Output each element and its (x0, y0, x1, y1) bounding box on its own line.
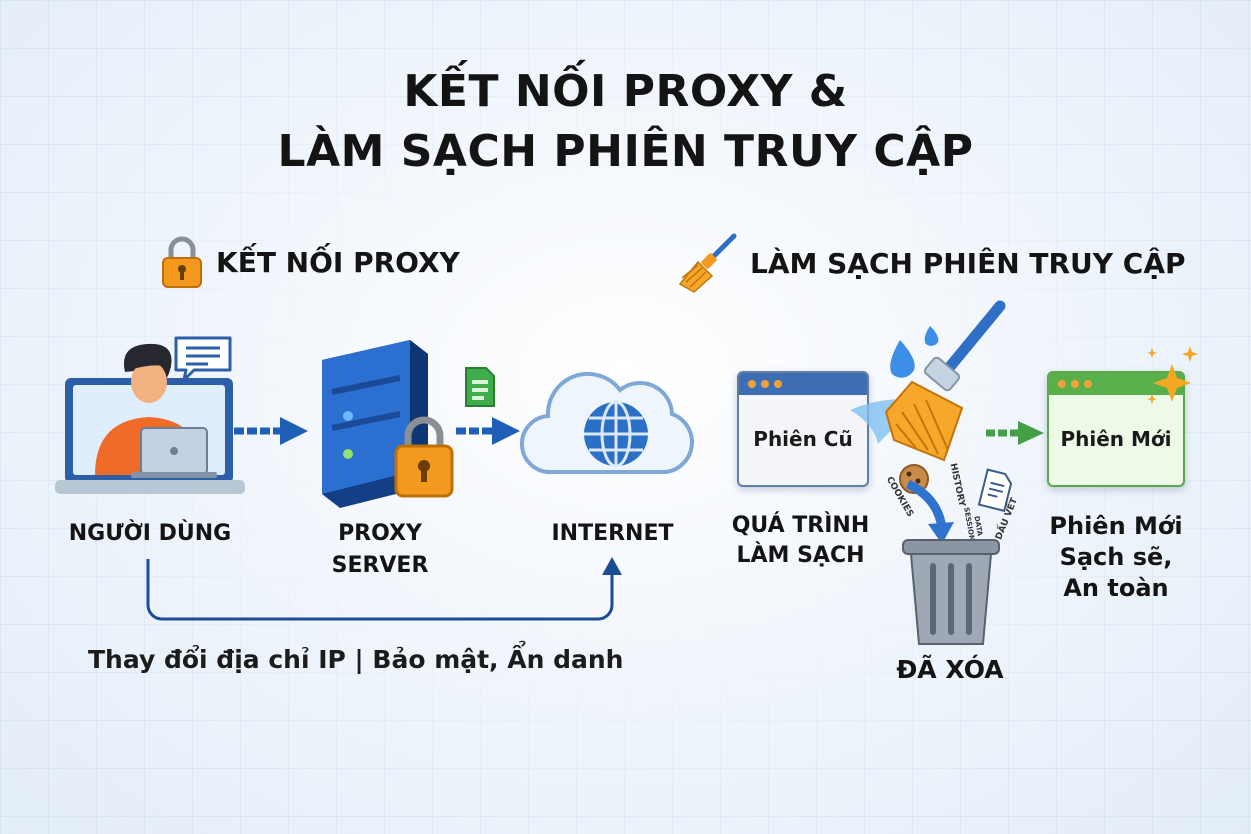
new-session-titlebar (1049, 373, 1183, 395)
trash-icon (902, 539, 1000, 645)
cleanup-section-heading: LÀM SẠCH PHIÊN TRUY CẬP (676, 232, 1186, 294)
sparkle-icon (1147, 346, 1198, 404)
proxy-note: Thay đổi địa chỉ IP | Bảo mật, Ẩn danh (88, 645, 624, 674)
broom-small-icon (678, 233, 737, 293)
page-title-line1: KẾT NỐI PROXY & (403, 66, 848, 117)
user-laptop-icon (55, 343, 245, 494)
document-icon (465, 367, 495, 407)
arrow-user-to-proxy (234, 417, 308, 445)
chat-bubble-icon (174, 336, 232, 382)
result-line2: Sạch sẽ, (1059, 543, 1173, 571)
arrow-proxy-to-internet (456, 417, 520, 445)
proxy-section-heading-text: KẾT NỐI PROXY (216, 245, 460, 279)
return-path-arrow (146, 557, 622, 621)
curved-arrow-to-trash (905, 479, 954, 544)
process-label-line2: LÀM SẠCH (736, 543, 865, 568)
old-session-text: Phiên Cũ (753, 427, 853, 451)
note-paper-icon (977, 468, 1013, 513)
proxy-label-line1: PROXY (338, 521, 422, 546)
old-session-titlebar (739, 373, 867, 395)
cloud-globe-icon (520, 371, 694, 475)
lock-icon (162, 236, 202, 288)
process-label-line1: QUÁ TRÌNH (731, 513, 870, 538)
broom-icon (850, 300, 1006, 462)
result-line1: Phiên Mới (1049, 512, 1183, 540)
new-session-text: Phiên Mới (1060, 427, 1172, 451)
page-title-line2: LÀM SẠCH PHIÊN TRUY CẬP (277, 126, 974, 177)
proxy-label-line2: SERVER (331, 553, 429, 578)
water-drop-icon (890, 326, 939, 378)
deleted-label: ĐÃ XÓA (896, 655, 1004, 684)
proxy-section-heading: KẾT NỐI PROXY (160, 235, 460, 289)
server-icon (322, 340, 454, 508)
user-label: NGƯỜI DÙNG (68, 521, 232, 546)
result-line3: An toàn (1063, 574, 1169, 602)
old-session-window: Phiên Cũ (737, 371, 869, 487)
cookie-icon (899, 464, 929, 494)
new-session-window: Phiên Mới (1047, 371, 1185, 487)
internet-label: INTERNET (551, 521, 674, 546)
arrow-old-to-new (986, 421, 1044, 445)
cleanup-section-heading-text: LÀM SẠCH PHIÊN TRUY CẬP (750, 246, 1186, 280)
